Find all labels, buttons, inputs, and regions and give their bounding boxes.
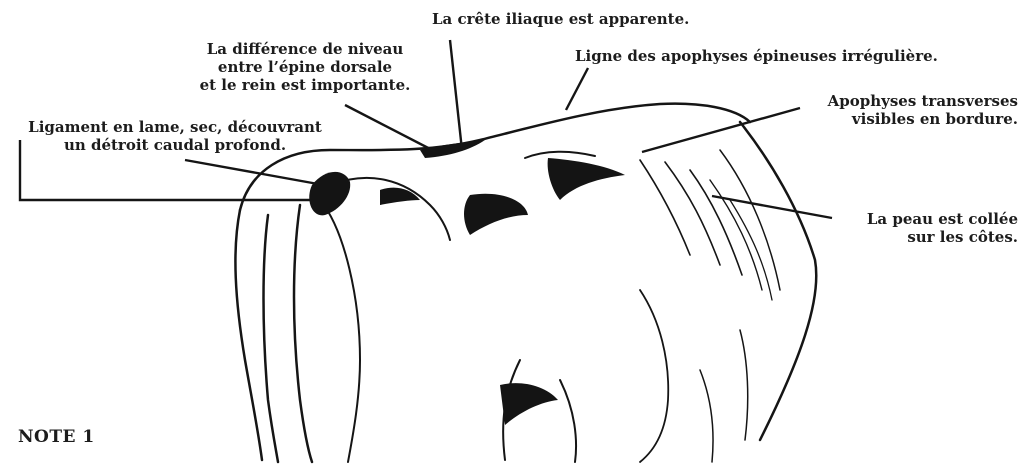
left-rump-outline [235, 210, 262, 460]
thigh-outline [320, 200, 360, 462]
annotation-ligne-apophyses: Ligne des apophyses épineuses irrégulièr… [575, 47, 938, 65]
annotation-apophyses-line: visibles en bordure. [770, 110, 1018, 128]
annotation-peau-line: La peau est collée [830, 210, 1018, 228]
note-label: NOTE 1 [18, 428, 95, 446]
annotation-apophyses-line: Apophyses transverses [770, 92, 1018, 110]
leader-peau [712, 196, 832, 218]
rib-1 [640, 160, 690, 255]
annotation-ligament-line: Ligament en lame, sec, découvrant [10, 118, 340, 136]
rib-5 [730, 200, 772, 300]
hip-point-contour [525, 152, 595, 158]
leader-ligne [566, 68, 588, 110]
ilium-shadow [380, 188, 420, 205]
annotation-ligament-line: un détroit caudal profond. [10, 136, 340, 154]
flank-hollow-shadow [500, 383, 558, 425]
inner-leg-contour [700, 370, 713, 462]
leader-ligament-1 [185, 160, 318, 184]
annotation-peau-collee: La peau est collée sur les côtes. [830, 210, 1018, 246]
rib-3 [690, 170, 742, 275]
annotation-apophyses-transverses: Apophyses transverses visibles en bordur… [770, 92, 1018, 128]
annotation-difference-niveau-line: entre l’épine dorsale [190, 58, 420, 76]
annotation-crete-iliaque: La crête iliaque est apparente. [432, 10, 689, 28]
udder-contour [560, 380, 576, 462]
annotation-difference-niveau-line: La différence de niveau [190, 40, 420, 58]
annotation-ligament: Ligament en lame, sec, découvrant un dét… [10, 118, 340, 154]
annotation-peau-line: sur les côtes. [830, 228, 1018, 246]
leader-crete [450, 40, 462, 150]
tail-inner [294, 205, 312, 462]
belly-contour [640, 290, 668, 462]
pin-bone-shadow [464, 194, 528, 235]
flank-fold [740, 330, 748, 440]
rib-2 [665, 162, 720, 265]
leader-difference [345, 105, 436, 152]
annotation-difference-niveau: La différence de niveau entre l’épine do… [190, 40, 420, 94]
tail-head-shadow [309, 172, 350, 215]
right-flank-inner [720, 150, 780, 290]
tail-outer [264, 215, 279, 462]
annotation-difference-niveau-line: et le rein est importante. [190, 76, 420, 94]
hip-shadow [548, 158, 625, 200]
